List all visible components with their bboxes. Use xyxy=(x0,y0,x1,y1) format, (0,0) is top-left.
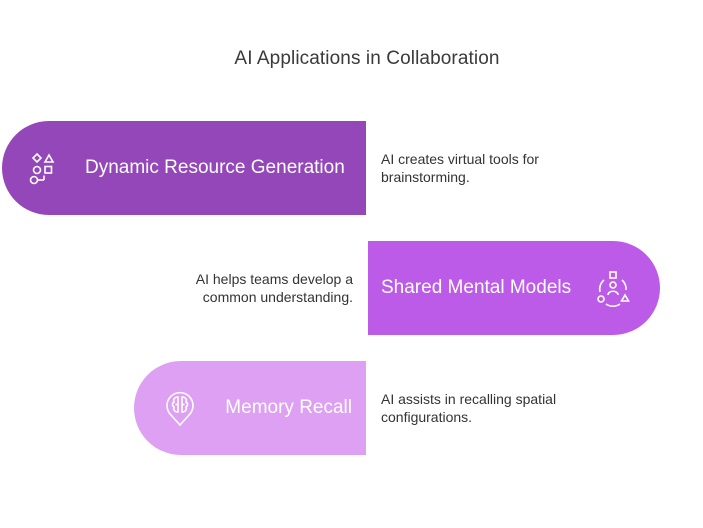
description-line: AI assists in recalling spatial xyxy=(381,391,557,407)
shapes-icon xyxy=(29,148,69,188)
description-line: AI helps teams develop a xyxy=(195,271,353,287)
shared-mental-models-description: AI helps teams develop a common understa… xyxy=(113,270,353,306)
memory-recall-description: AI assists in recalling spatial configur… xyxy=(381,390,611,426)
description-line: brainstorming. xyxy=(381,169,470,185)
dynamic-resource-generation-description: AI creates virtual tools for brainstormi… xyxy=(381,150,611,186)
description-line: configurations. xyxy=(381,409,473,425)
description-line: AI creates virtual tools for xyxy=(381,151,539,167)
dynamic-resource-generation-banner: Dynamic Resource Generation xyxy=(2,121,366,215)
item-label: Dynamic Resource Generation xyxy=(85,157,345,178)
team-network-icon xyxy=(593,268,633,308)
item-label: Shared Mental Models xyxy=(381,277,572,298)
brain-location-icon xyxy=(160,388,200,428)
description-line: common understanding. xyxy=(202,289,353,305)
diagram-title: AI Applications in Collaboration xyxy=(234,48,500,69)
shared-mental-models-banner: Shared Mental Models xyxy=(368,241,660,335)
memory-recall-banner: Memory Recall xyxy=(134,361,366,455)
item-label: Memory Recall xyxy=(225,397,352,418)
